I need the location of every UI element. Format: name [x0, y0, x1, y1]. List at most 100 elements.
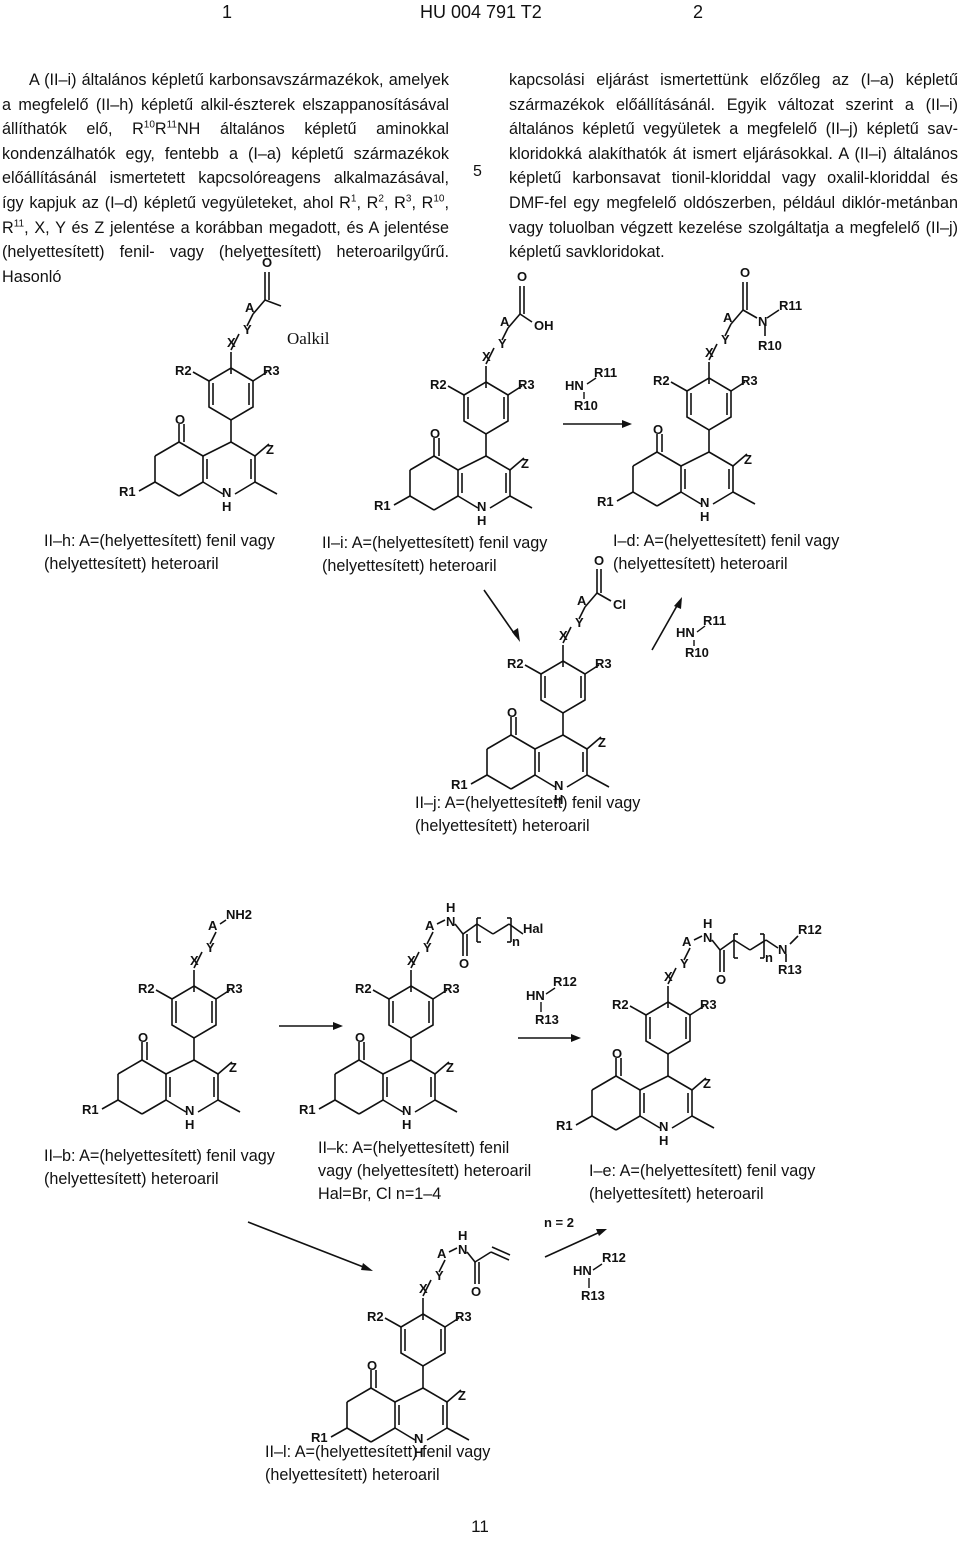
x-label: X [705, 345, 714, 360]
hal-label: Hal [523, 921, 543, 936]
n-label: N [402, 1103, 411, 1118]
x-label: X [664, 969, 673, 984]
document-id: HU 004 791 T2 [420, 2, 542, 22]
caption-I-d: I–d: A=(helyettesített) fenil vagy (hely… [613, 530, 839, 576]
r1-label: R1 [556, 1118, 573, 1133]
r3-label: R3 [518, 377, 535, 392]
left-text-r: R [154, 120, 167, 139]
caption-line: I–d: A=(helyettesített) fenil vagy [613, 532, 840, 550]
z-label: Z [598, 735, 606, 750]
r3-label: R3 [263, 363, 280, 378]
h-label: H [659, 1133, 668, 1148]
r3-label: R3 [455, 1309, 472, 1324]
arrow-6 [247, 1221, 373, 1271]
sup-1: 1 [350, 193, 357, 205]
structure-II-i: X Y A O OH R2 R3 O Z N H R1 [374, 269, 554, 528]
y-label: Y [435, 1268, 444, 1283]
caption-line: II–h: A=(helyettesített) fenil vagy [44, 532, 275, 550]
caption-line: II–b: A=(helyettesített) fenil vagy [44, 1147, 275, 1165]
a-label: A [723, 310, 733, 325]
r1-label: R1 [451, 777, 468, 792]
h-label: H [703, 916, 712, 931]
r13-label: R13 [778, 962, 802, 977]
r13-label: R13 [581, 1288, 605, 1303]
caption-line: (helyettesített) heteroaril [613, 555, 788, 573]
h-label: H [477, 513, 486, 528]
z-label: Z [446, 1060, 454, 1075]
left-text-1: A (II–i) általános képletű karbonsavszár… [2, 71, 449, 139]
r2-label: R2 [430, 377, 447, 392]
hn-label: HN [573, 1263, 592, 1278]
r10-label: R10 [574, 398, 598, 413]
caption-II-i: II–i: A=(helyettesített) fenil vagy (hel… [322, 532, 547, 578]
page-number: 11 [471, 1517, 489, 1536]
n-label: N [446, 914, 455, 929]
r2-label: R2 [612, 997, 629, 1012]
structure-II-k: X Y A N H O n Hal R2 R3 O Z N H R1 [299, 900, 543, 1132]
sup-3: 3 [405, 193, 412, 205]
r12-label: R12 [602, 1250, 626, 1265]
o-label: O [740, 265, 750, 280]
oalkil-label: Oalkil [287, 329, 330, 348]
n-label: N [703, 930, 712, 945]
caption-line: (helyettesített) heteroaril [265, 1466, 440, 1484]
n-label: N [700, 495, 709, 510]
a-label: A [437, 1246, 447, 1261]
r12-label: R12 [553, 974, 577, 989]
arrow-1 [563, 420, 632, 428]
r11-label: R11 [703, 613, 726, 628]
hn-label: HN [676, 625, 695, 640]
sup-11: 11 [13, 218, 25, 230]
o-label: O [367, 1358, 377, 1373]
r2-label: R2 [507, 656, 524, 671]
caption-line: (helyettesített) heteroaril [589, 1185, 764, 1203]
sup-2: 2 [378, 193, 384, 205]
structure-II-j: X Y A O Cl R2 R3 O Z N H R1 [451, 553, 626, 807]
a-label: A [245, 300, 255, 315]
amine-reagent-3: HN R12 R13 [526, 974, 577, 1027]
r10-label: R10 [758, 338, 782, 353]
line-number: 5 [473, 163, 482, 180]
x-label: X [190, 953, 199, 968]
n-equals-2-label: n = 2 [544, 1215, 574, 1230]
n-label: N [659, 1119, 668, 1134]
h-label: H [222, 499, 231, 514]
left-text-column: A (II–i) általános képletű karbonsavszár… [2, 68, 449, 289]
z-label: Z [744, 452, 752, 467]
x-label: X [559, 628, 568, 643]
r10-label: R10 [685, 645, 709, 660]
caption-line: (helyettesített) heteroaril [322, 557, 497, 575]
left-page-number: 1 [222, 2, 233, 22]
y-label: Y [243, 322, 252, 337]
r3-label: R3 [741, 373, 758, 388]
z-label: Z [266, 442, 274, 457]
amine-reagent-4: n = 2 HN R12 R13 [544, 1215, 626, 1303]
caption-line: II–i: A=(helyettesített) fenil vagy [322, 534, 548, 552]
r3-label: R3 [226, 981, 243, 996]
caption-line: (helyettesített) heteroaril [44, 1170, 219, 1188]
h-label: H [458, 1228, 467, 1243]
amine-reagent-2: HN R11 R10 [676, 613, 726, 660]
caption-line: II–l: A=(helyettesített) fenil vagy [265, 1443, 491, 1461]
o-label: O [594, 553, 604, 568]
right-text-column: kapcsolási eljárást ismertettünk előzőle… [509, 68, 958, 265]
h-label: H [402, 1117, 411, 1132]
cl-label: Cl [613, 597, 626, 612]
structure-II-b: X Y A NH2 R2 R3 O Z N H R1 [82, 907, 252, 1132]
x-label: X [482, 349, 491, 364]
a-label: A [425, 918, 435, 933]
z-label: Z [229, 1060, 237, 1075]
caption-II-b: II–b: A=(helyettesített) fenil vagy (hel… [44, 1145, 275, 1191]
caption-line: (helyettesített) heteroaril [44, 555, 219, 573]
o-label: O [653, 422, 663, 437]
r1-label: R1 [374, 498, 391, 513]
h-label: H [185, 1117, 194, 1132]
caption-II-k: II–k: A=(helyettesített) fenil vagy (hel… [318, 1137, 531, 1206]
caption-line: II–j: A=(helyettesített) fenil vagy [415, 794, 641, 812]
caption-line: I–e: A=(helyettesített) fenil vagy [589, 1162, 816, 1180]
n-label: N [477, 499, 486, 514]
sup-10: 10 [433, 193, 445, 205]
caption-line: Hal=Br, Cl n=1–4 [318, 1185, 442, 1203]
caption-line: vagy (helyettesített) heteroaril [318, 1162, 532, 1180]
h-label: H [446, 900, 455, 915]
